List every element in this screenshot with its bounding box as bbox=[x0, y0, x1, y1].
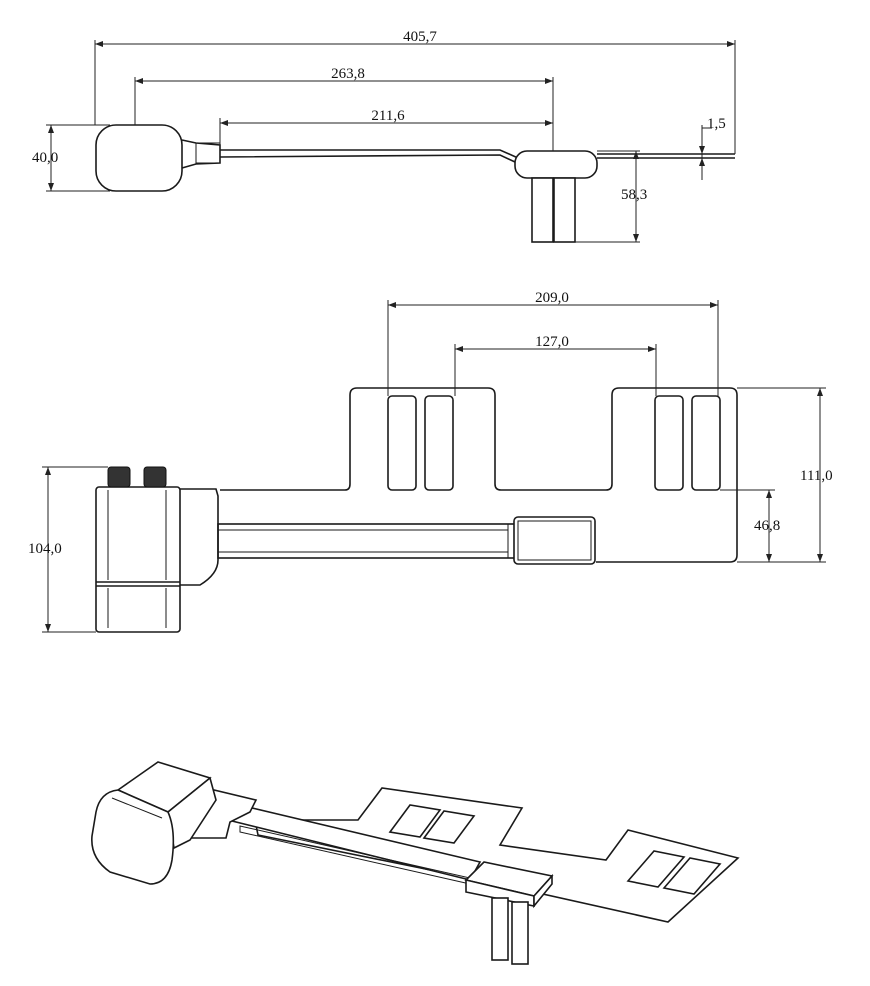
top-housing bbox=[95, 486, 181, 633]
dim-housing-height: 40,0 bbox=[32, 150, 58, 166]
side-view: 405,7 263,8 211,6 1,5 40,0 58,3 bbox=[32, 29, 736, 243]
dim-offset: 46,8 bbox=[754, 518, 780, 534]
dim-overall-length: 405,7 bbox=[403, 29, 437, 45]
top-hose bbox=[217, 523, 516, 559]
iso-nozzle-right bbox=[511, 901, 529, 965]
iso-hose bbox=[225, 807, 482, 881]
side-nozzle-right bbox=[553, 177, 576, 243]
isometric-view bbox=[91, 761, 740, 965]
side-nozzle-left bbox=[531, 177, 554, 243]
side-connector bbox=[181, 139, 221, 169]
top-nozzle-head bbox=[513, 516, 596, 565]
dim-nozzle-height: 58,3 bbox=[621, 187, 647, 203]
iso-housing-front bbox=[91, 789, 175, 885]
top-knob-left bbox=[107, 466, 131, 488]
iso-slot-2 bbox=[422, 810, 476, 844]
top-slot-3 bbox=[654, 395, 684, 491]
top-knob-right bbox=[143, 466, 167, 488]
iso-slot-4 bbox=[662, 857, 722, 895]
top-housing-shoulder bbox=[180, 488, 219, 586]
dim-outer-span: 209,0 bbox=[535, 290, 569, 306]
dim-length-2: 263,8 bbox=[331, 66, 365, 82]
top-slot-2 bbox=[424, 395, 454, 491]
top-slot-1 bbox=[387, 395, 417, 491]
iso-nozzle-left bbox=[491, 897, 509, 961]
dim-housing-width: 104,0 bbox=[28, 541, 62, 557]
side-nozzle-head bbox=[514, 150, 598, 179]
top-view: 209,0 127,0 111,0 46,8 104,0 bbox=[28, 290, 833, 633]
dim-length-3: 211,6 bbox=[371, 108, 405, 124]
iso-slot-1 bbox=[388, 804, 442, 838]
dim-inner-span: 127,0 bbox=[535, 334, 569, 350]
top-slot-4 bbox=[691, 395, 721, 491]
side-hose bbox=[220, 149, 519, 159]
dim-plate-width: 111,0 bbox=[800, 468, 833, 484]
dim-thickness: 1,5 bbox=[707, 116, 726, 132]
iso-slot-3 bbox=[626, 850, 686, 888]
top-plate bbox=[220, 387, 738, 563]
side-housing bbox=[95, 124, 183, 192]
